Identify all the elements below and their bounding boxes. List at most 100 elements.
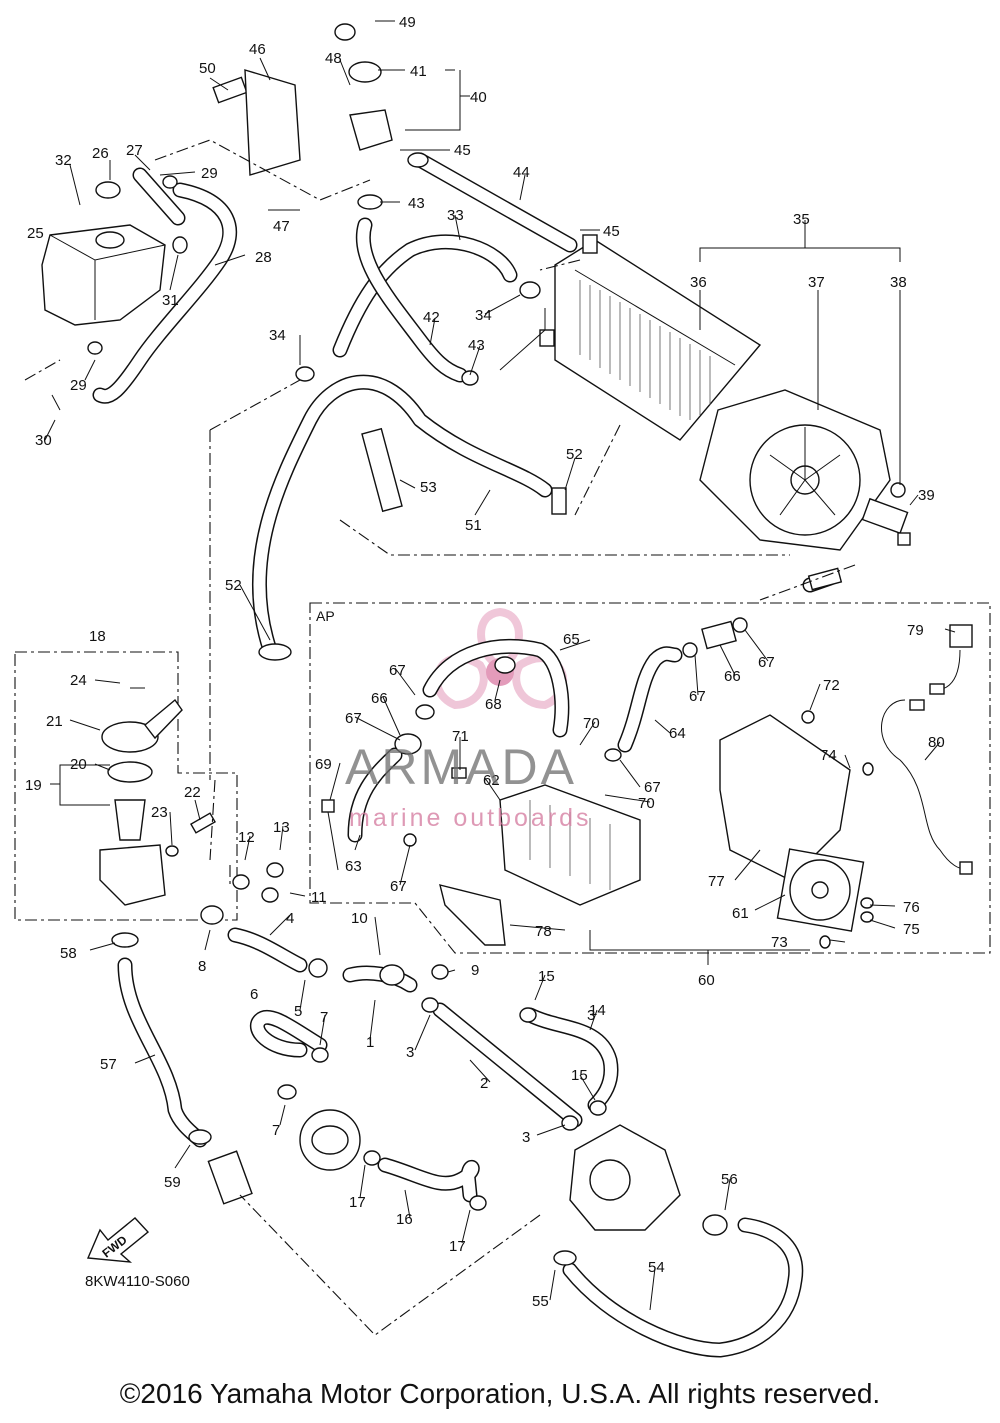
callout-label: 11 [311, 889, 327, 906]
callout-label: 52 [566, 446, 583, 463]
callout-label: 33 [447, 207, 464, 224]
callout-label: 1 [366, 1034, 374, 1051]
callout-label: 28 [255, 249, 272, 266]
diagram-code: 8KW4110-S060 [85, 1273, 190, 1290]
callout-label: 3 [587, 1007, 595, 1024]
callout-label: 47 [273, 218, 290, 235]
callout-label: 68 [485, 696, 502, 713]
callout-label: 5 [294, 1003, 302, 1020]
callout-label: 2 [480, 1075, 488, 1092]
callout-label: 27 [126, 142, 143, 159]
callout-label: 15 [538, 968, 555, 985]
water-pump [569, 1124, 681, 1231]
callout-label: 26 [92, 145, 109, 162]
callout-label: 30 [35, 432, 52, 449]
callout-label: 75 [903, 921, 920, 938]
callout-label: 69 [315, 756, 332, 773]
callout-label: 70 [583, 715, 600, 732]
callout-label: 63 [345, 858, 362, 875]
callout-label: 41 [410, 63, 427, 80]
callout-label: 62 [483, 772, 500, 789]
callout-label: 8 [198, 958, 206, 975]
callout-label: 4 [286, 910, 294, 927]
callout-label: 22 [184, 784, 201, 801]
callout-label: 36 [690, 274, 707, 291]
watermark-subtitle: marine outboards [349, 804, 592, 832]
callout-label: 40 [470, 89, 487, 106]
callout-label: 74 [820, 747, 837, 764]
callout-label: 15 [571, 1067, 588, 1084]
callout-label: 55 [532, 1293, 549, 1310]
callout-label: 51 [465, 517, 482, 534]
callout-label: 37 [808, 274, 825, 291]
callout-label: 57 [100, 1056, 117, 1073]
callout-label: 45 [603, 223, 620, 240]
callout-label: 31 [162, 292, 179, 309]
callout-labels: 1 2 3 3 3 4 5 6 7 7 8 9 10 11 12 13 14 1… [25, 14, 945, 1310]
assembly-ap-label: AP [316, 608, 335, 624]
callout-label: 67 [390, 878, 407, 895]
callout-label: 18 [89, 628, 106, 645]
callout-label: 25 [27, 225, 44, 242]
callout-label: 21 [46, 713, 63, 730]
callout-label: 80 [928, 734, 945, 751]
callout-label: 67 [689, 688, 706, 705]
callout-label: 29 [70, 377, 87, 394]
callout-label: 23 [151, 804, 168, 821]
hose-group [92, 152, 838, 1358]
reference-lines [24, 139, 856, 1336]
fan-cover-77 [719, 714, 851, 881]
fan-61 [776, 848, 865, 932]
callout-label: 53 [420, 479, 437, 496]
callout-label: 67 [758, 654, 775, 671]
forward-arrow: FWD [86, 1217, 150, 1263]
callout-label: 67 [644, 779, 661, 796]
assembly-18-boundary [14, 651, 238, 921]
callout-label: 71 [452, 728, 469, 745]
small-parts [87, 23, 874, 1266]
callout-label: 35 [793, 211, 810, 228]
callout-label: 59 [164, 1174, 181, 1191]
callout-label: 14 [589, 1002, 606, 1019]
thermostat-assembly-18 [99, 698, 216, 906]
callout-label: 67 [345, 710, 362, 727]
callout-label: 17 [349, 1194, 366, 1211]
callout-label: 17 [449, 1238, 466, 1255]
callout-label: 48 [325, 50, 342, 67]
bracket-78 [439, 884, 506, 946]
callout-label: 16 [396, 1211, 413, 1228]
callout-label: 58 [60, 945, 77, 962]
callout-label: 70 [638, 795, 655, 812]
callout-label: 66 [724, 668, 741, 685]
leader-lines [44, 20, 956, 1311]
callout-label: 7 [320, 1009, 328, 1026]
callout-label: 77 [708, 873, 725, 890]
callout-label: 54 [648, 1259, 665, 1276]
callout-label: 38 [890, 274, 907, 291]
callout-label: 7 [272, 1122, 280, 1139]
callout-label: 13 [273, 819, 290, 836]
callout-label: 52 [225, 577, 242, 594]
callout-label: 34 [475, 307, 492, 324]
callout-label: 61 [732, 905, 749, 922]
callout-label: 10 [351, 910, 368, 927]
callout-label: 60 [698, 972, 715, 989]
callout-label: 64 [669, 725, 686, 742]
fan-assembly-37 [699, 389, 911, 551]
reservoir-tank-25 [41, 224, 166, 326]
callout-label: 9 [471, 962, 479, 979]
callout-label: 56 [721, 1171, 738, 1188]
callout-label: 34 [269, 327, 286, 344]
callout-label: 29 [201, 165, 218, 182]
callout-label: 79 [907, 622, 924, 639]
callout-label: 32 [55, 152, 72, 169]
callout-label: 19 [25, 777, 42, 794]
callout-label: 3 [522, 1129, 530, 1146]
callout-label: 39 [918, 487, 935, 504]
callout-label: 45 [454, 142, 471, 159]
callout-label: 66 [371, 690, 388, 707]
wire-harness-80 [881, 624, 973, 875]
callout-label: 24 [70, 672, 87, 689]
